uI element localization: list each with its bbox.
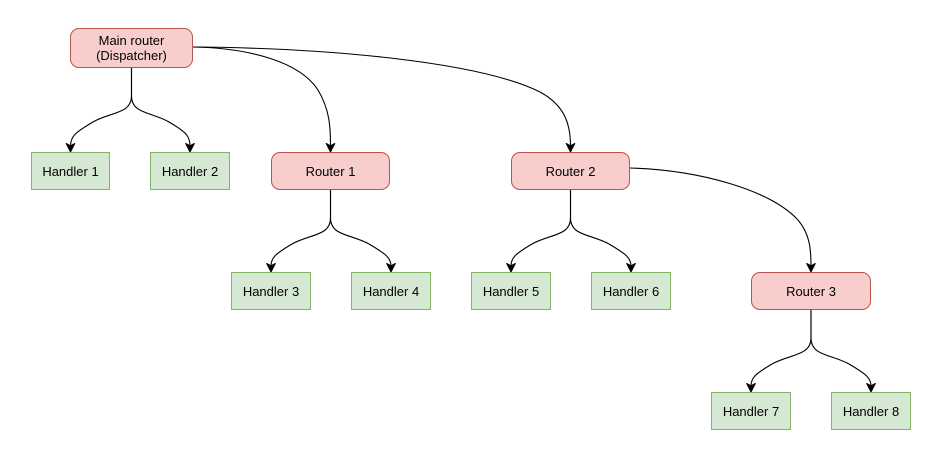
arrowhead-icon (185, 143, 195, 153)
node-label: Handler 5 (482, 283, 540, 299)
node-label: Handler 4 (362, 283, 420, 299)
edge-line (810, 309, 872, 387)
edge-line (270, 189, 332, 267)
edge-main-router-to-handler-1 (65, 67, 133, 153)
node-handler-8[interactable]: Handler 8 (831, 392, 911, 430)
arrowhead-icon (565, 143, 576, 153)
arrowhead-icon (806, 263, 816, 273)
arrowhead-icon (746, 383, 756, 393)
edge-main-router-to-router-2 (192, 46, 576, 153)
arrowhead-icon (386, 263, 396, 273)
edge-line (510, 189, 572, 267)
node-label: Handler 7 (722, 403, 780, 419)
node-router-1[interactable]: Router 1 (271, 152, 390, 190)
edge-router-3-to-handler-8 (810, 309, 876, 393)
edge-router-3-to-handler-7 (746, 309, 812, 393)
node-handler-4[interactable]: Handler 4 (351, 272, 431, 310)
arrowhead-icon (506, 263, 516, 273)
edge-router-1-to-handler-4 (329, 189, 396, 273)
edge-router-2-to-handler-6 (569, 189, 636, 273)
arrowhead-icon (325, 143, 336, 153)
node-label: Handler 1 (42, 163, 99, 179)
node-label: Router 2 (545, 163, 596, 179)
edge-main-router-to-handler-2 (130, 67, 195, 153)
edge-router-1-to-handler-3 (266, 189, 332, 273)
edge-router-2-to-handler-5 (506, 189, 572, 273)
node-main-router[interactable]: Main router (Dispatcher) (70, 28, 193, 68)
node-handler-5[interactable]: Handler 5 (471, 272, 551, 310)
node-handler-1[interactable]: Handler 1 (31, 152, 110, 190)
node-handler-6[interactable]: Handler 6 (591, 272, 671, 310)
edge-line (569, 189, 632, 267)
edge-line (750, 309, 812, 387)
arrowhead-icon (866, 383, 876, 393)
edge-line (192, 46, 332, 147)
edge-line (192, 46, 572, 147)
arrowhead-icon (266, 263, 276, 273)
edge-line (69, 67, 133, 147)
edge-line (629, 167, 812, 267)
node-label: Handler 3 (242, 283, 300, 299)
node-label: Router 1 (305, 163, 356, 179)
node-label: Router 3 (786, 283, 836, 299)
node-router-3[interactable]: Router 3 (751, 272, 871, 310)
node-handler-2[interactable]: Handler 2 (150, 152, 230, 190)
edge-line (130, 67, 191, 147)
edge-line (329, 189, 392, 267)
arrowhead-icon (65, 143, 76, 153)
node-router-2[interactable]: Router 2 (511, 152, 630, 190)
node-label: Handler 6 (602, 283, 660, 299)
edge-main-router-to-router-1 (192, 46, 336, 153)
node-handler-7[interactable]: Handler 7 (711, 392, 791, 430)
node-label: Handler 2 (161, 163, 219, 179)
node-label: Handler 8 (842, 403, 900, 419)
node-handler-3[interactable]: Handler 3 (231, 272, 311, 310)
edge-router-2-to-router-3 (629, 167, 816, 273)
node-label: Main router (Dispatcher) (96, 33, 167, 63)
arrowhead-icon (626, 263, 636, 273)
